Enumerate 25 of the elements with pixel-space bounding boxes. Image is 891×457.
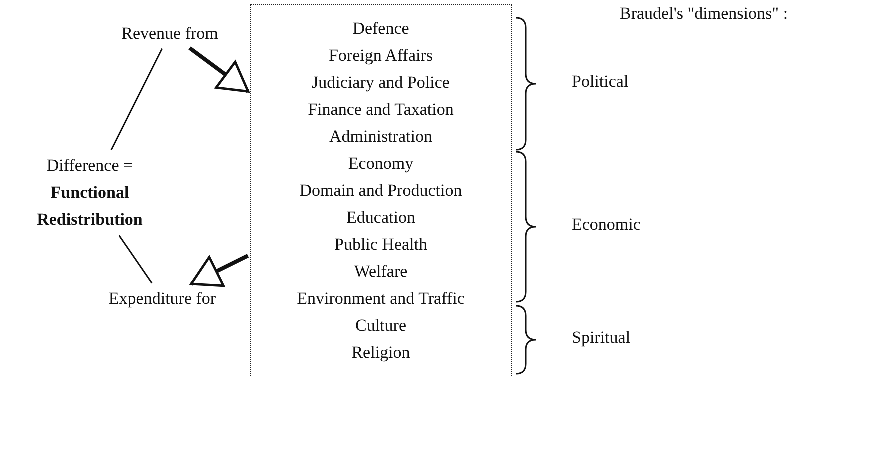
expenditure-text: Expenditure for xyxy=(100,285,225,312)
dimension-label: Spiritual xyxy=(572,328,631,348)
department-name: Public Health xyxy=(333,234,428,256)
revenue-text: Revenue from xyxy=(115,20,225,47)
department-name: Education xyxy=(346,207,416,229)
department-name: Economy xyxy=(347,153,415,175)
block-arrow xyxy=(190,254,250,288)
block-arrow xyxy=(188,46,250,94)
dimension-label: Economic xyxy=(572,215,641,235)
connector-line xyxy=(110,48,163,151)
department-name: Culture xyxy=(354,315,408,337)
connector-line xyxy=(118,235,153,284)
department-name: Administration xyxy=(328,126,434,148)
dimension-label: Political xyxy=(572,72,629,92)
heading-text: Braudel's "dimensions" : xyxy=(620,4,788,24)
department-name: Finance and Taxation xyxy=(307,99,455,121)
department-name: Environment and Traffic xyxy=(296,288,466,310)
department-name: Religion xyxy=(350,342,412,364)
department-name: Defence xyxy=(352,18,410,40)
department-name: Domain and Production xyxy=(298,180,464,202)
department-name: Judiciary and Police xyxy=(311,72,451,94)
department-list-frame xyxy=(250,4,512,376)
department-name: Welfare xyxy=(353,261,409,283)
department-name: Foreign Affairs xyxy=(328,45,434,67)
difference-text: Difference = Functional Redistribution xyxy=(20,152,160,234)
